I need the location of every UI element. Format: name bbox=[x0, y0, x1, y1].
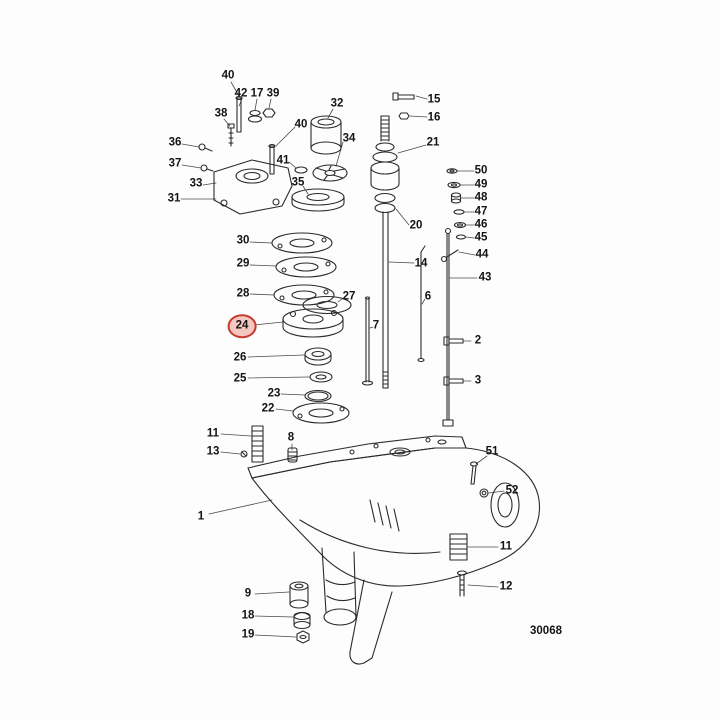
part-label-1[interactable]: 1 bbox=[197, 510, 205, 523]
part-label-23[interactable]: 23 bbox=[267, 387, 281, 400]
exhaust-tube bbox=[321, 547, 357, 626]
part-label-6[interactable]: 6 bbox=[424, 290, 432, 303]
part-label-27[interactable]: 27 bbox=[342, 290, 356, 303]
part-label-36[interactable]: 36 bbox=[168, 136, 182, 149]
pump-face-plate bbox=[291, 188, 345, 212]
part-label-32[interactable]: 32 bbox=[330, 97, 344, 110]
pump-base-plate bbox=[282, 308, 344, 338]
part-label-31[interactable]: 31 bbox=[167, 192, 181, 205]
impeller-seal-ring bbox=[294, 166, 308, 174]
part-label-44[interactable]: 44 bbox=[475, 248, 489, 261]
part-label-14[interactable]: 14 bbox=[414, 257, 428, 270]
part-label-8[interactable]: 8 bbox=[287, 431, 295, 444]
part-label-21[interactable]: 21 bbox=[426, 136, 440, 149]
part-label-25[interactable]: 25 bbox=[233, 372, 247, 385]
skeg bbox=[349, 579, 393, 665]
part-label-38[interactable]: 38 bbox=[214, 107, 228, 120]
part-label-50[interactable]: 50 bbox=[474, 164, 488, 177]
water-pump-body bbox=[213, 159, 293, 215]
part-label-13[interactable]: 13 bbox=[206, 445, 220, 458]
shift-shaft-small-parts bbox=[440, 168, 467, 263]
part-label-35[interactable]: 35 bbox=[291, 176, 305, 189]
part-label-43[interactable]: 43 bbox=[478, 271, 492, 284]
part-label-45[interactable]: 45 bbox=[474, 231, 488, 244]
part-label-37[interactable]: 37 bbox=[168, 157, 182, 170]
part-label-46[interactable]: 46 bbox=[474, 218, 488, 231]
gasket-plate-stack bbox=[271, 232, 352, 315]
part-label-42[interactable]: 42 bbox=[234, 87, 248, 100]
part-label-29[interactable]: 29 bbox=[236, 257, 250, 270]
bottom-drain-parts bbox=[289, 581, 311, 644]
part-label-3[interactable]: 3 bbox=[474, 374, 482, 387]
part-label-47[interactable]: 47 bbox=[474, 205, 488, 218]
anode-screw bbox=[240, 450, 248, 458]
part-label-30[interactable]: 30 bbox=[236, 234, 250, 247]
part-label-34[interactable]: 34 bbox=[342, 132, 356, 145]
part-label-2[interactable]: 2 bbox=[474, 334, 482, 347]
part-label-24-highlighted[interactable]: 24 bbox=[227, 314, 257, 338]
anode-bolt bbox=[456, 570, 468, 597]
water-tube bbox=[361, 296, 374, 386]
part-label-33[interactable]: 33 bbox=[189, 177, 203, 190]
shift-shaft bbox=[442, 227, 454, 427]
side-fasteners bbox=[469, 461, 489, 498]
part-label-11-left[interactable]: 11 bbox=[206, 427, 220, 440]
impeller bbox=[312, 164, 348, 182]
part-label-9[interactable]: 9 bbox=[244, 587, 252, 600]
part-label-7[interactable]: 7 bbox=[372, 319, 380, 332]
water-pump-cup bbox=[310, 115, 342, 155]
drawing-number: 30068 bbox=[530, 625, 562, 637]
part-label-28[interactable]: 28 bbox=[236, 287, 250, 300]
part-label-48[interactable]: 48 bbox=[474, 191, 488, 204]
part-label-19[interactable]: 19 bbox=[241, 628, 255, 641]
part-label-40-a[interactable]: 40 bbox=[221, 69, 235, 82]
part-label-17[interactable]: 17 bbox=[250, 87, 264, 100]
part-label-18[interactable]: 18 bbox=[241, 609, 255, 622]
shift-link-rod bbox=[417, 245, 426, 363]
part-label-15[interactable]: 15 bbox=[427, 93, 441, 106]
part-label-11-right[interactable]: 11 bbox=[499, 540, 513, 553]
top-right-fasteners bbox=[392, 92, 415, 120]
leader-lines bbox=[180, 81, 505, 638]
part-label-39[interactable]: 39 bbox=[266, 87, 280, 100]
part-label-26[interactable]: 26 bbox=[233, 351, 247, 364]
part-label-12[interactable]: 12 bbox=[499, 580, 513, 593]
anode-right bbox=[449, 533, 468, 561]
part-label-16[interactable]: 16 bbox=[427, 111, 441, 124]
part-label-22[interactable]: 22 bbox=[261, 402, 275, 415]
part-label-49[interactable]: 49 bbox=[474, 178, 488, 191]
housing-bolts bbox=[443, 336, 464, 386]
seal-washer-stack bbox=[292, 347, 350, 424]
driveshaft bbox=[370, 115, 400, 389]
part-label-51[interactable]: 51 bbox=[485, 445, 499, 458]
part-label-40-b[interactable]: 40 bbox=[294, 118, 308, 131]
part-label-20[interactable]: 20 bbox=[409, 219, 423, 232]
part-label-52[interactable]: 52 bbox=[505, 484, 519, 497]
anode-left bbox=[251, 425, 264, 463]
water-pump-fasteners bbox=[198, 95, 276, 175]
water-inlet-screen bbox=[287, 447, 298, 463]
part-label-41[interactable]: 41 bbox=[276, 154, 290, 167]
